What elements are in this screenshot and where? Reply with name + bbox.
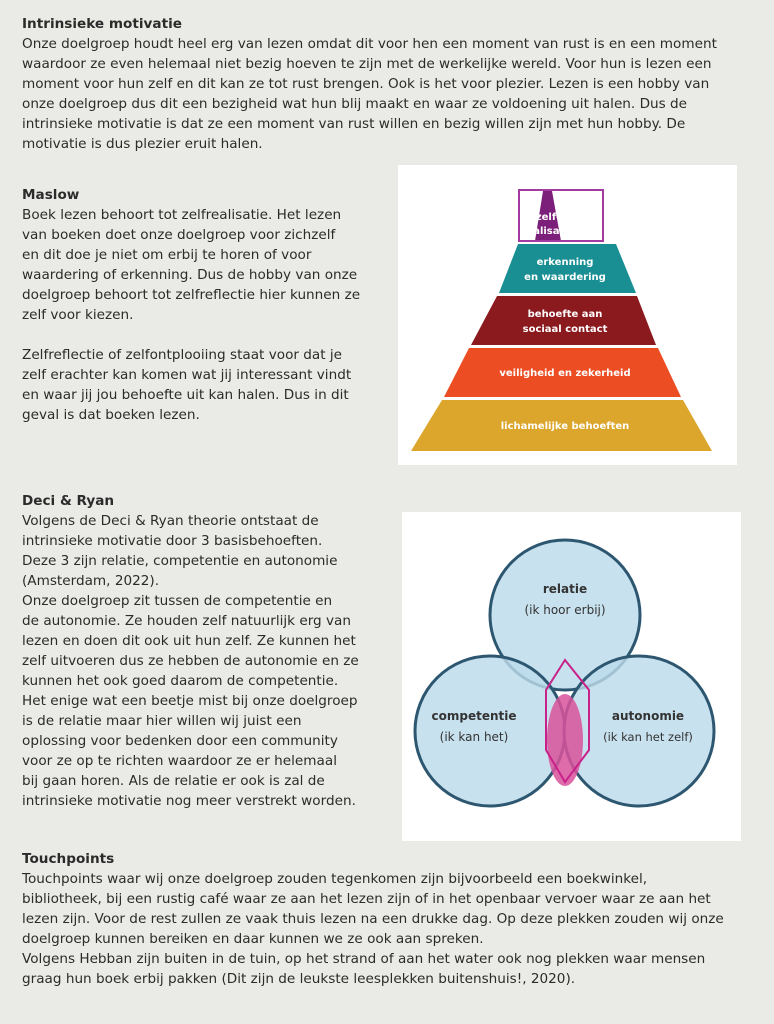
section-body: Volgens de Deci & Ryan theorie ontstaat … [22,513,359,809]
deci-ryan-venn-figure: relatie (ik hoor erbij) competentie (ik … [402,512,741,841]
pyramid-level-3 [471,296,656,345]
pyramid-level-4 [444,348,681,397]
venn-sub-autonomie: (ik kan het zelf) [603,730,693,744]
venn-overlap-outline [545,658,590,784]
pyramid-label-3a: behoefte aan [528,309,603,320]
section-body: Onze doelgroep houdt heel erg van lezen … [22,36,717,152]
section-intrinsieke-motivatie: Intrinsieke motivatie Onze doelgroep hou… [22,14,757,154]
pyramid-level-5 [411,400,712,451]
venn-circle-relatie [488,538,642,692]
pyramid-label-1a: zelf- [536,212,560,223]
pyramid-label-2b: en waardering [524,272,606,283]
venn-label-competentie: competentie [432,709,517,723]
pyramid-label-4: veiligheid en zekerheid [499,368,630,379]
maslow-pyramid: zelf- realisatie erkenning en waardering… [411,189,712,451]
pyramid-level-1 [535,191,561,241]
maslow-pyramid-figure: zelf- realisatie erkenning en waardering… [398,165,737,465]
pyramid-highlight-box [518,189,604,242]
pyramid-label-2a: erkenning [537,257,594,268]
venn-overlap-highlight [547,694,583,786]
section-body: Touchpoints waar wij onze doelgroep zoud… [22,871,724,987]
pyramid-label-3b: sociaal contact [523,324,608,335]
venn-label-relatie: relatie [543,582,587,596]
section-body: Boek lezen behoort tot zelfrealisatie. H… [22,207,361,423]
section-title: Touchpoints [22,851,115,867]
section-deci-ryan: Deci & Ryan Volgens de Deci & Ryan theor… [22,491,384,811]
pyramid-label-5: lichamelijke behoeften [501,421,630,432]
venn-diagram: relatie (ik hoor erbij) competentie (ik … [413,538,716,808]
section-title: Maslow [22,187,80,203]
venn-label-autonomie: autonomie [612,709,684,723]
section-title: Intrinsieke motivatie [22,16,182,32]
section-maslow: Maslow Boek lezen behoort tot zelfrealis… [22,185,384,425]
pyramid-level-2 [499,244,636,293]
venn-sub-relatie: (ik hoor erbij) [524,603,605,617]
section-title: Deci & Ryan [22,493,115,509]
venn-sub-competentie: (ik kan het) [440,730,509,744]
section-touchpoints: Touchpoints Touchpoints waar wij onze do… [22,849,757,989]
pyramid-label-1b: realisatie [521,226,574,237]
